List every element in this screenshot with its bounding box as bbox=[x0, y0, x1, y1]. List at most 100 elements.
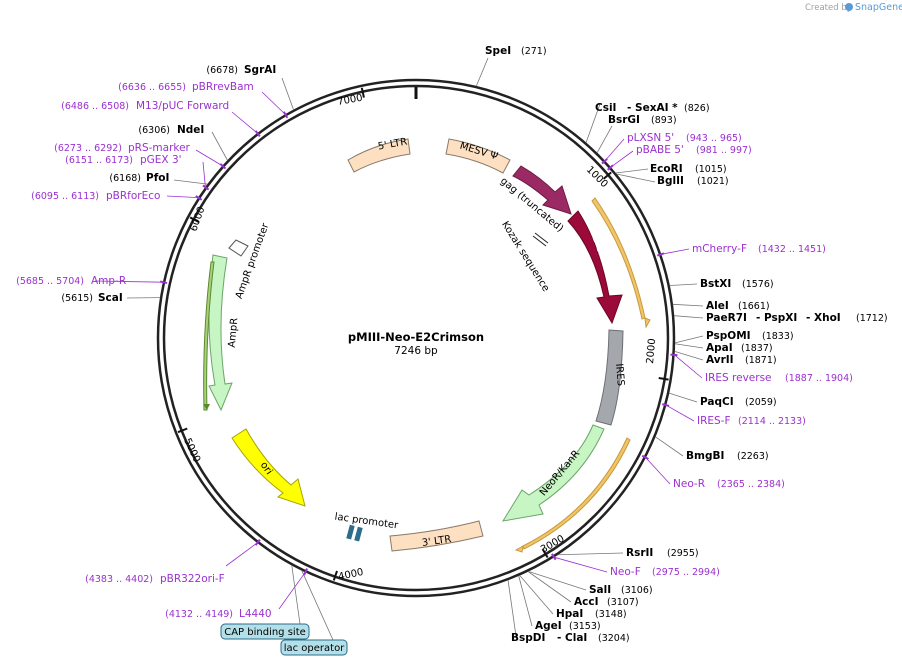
major-tick-1 bbox=[602, 171, 612, 180]
leader-layer bbox=[94, 57, 704, 641]
site-pfoi[interactable]: PfoI bbox=[146, 172, 169, 184]
feature-neor-kanr[interactable] bbox=[501, 424, 605, 522]
primer-ires-reverse[interactable]: IRES reverse bbox=[705, 372, 772, 384]
site-spei[interactable]: SpeI bbox=[485, 45, 511, 57]
site-agei[interactable]: AgeI bbox=[535, 620, 562, 632]
site-apai-pos: (1837) bbox=[741, 343, 773, 354]
site-hpai[interactable]: HpaI bbox=[556, 608, 583, 620]
primer-pbabe-5[interactable]: pBABE 5' bbox=[636, 144, 684, 156]
leader-line-10 bbox=[674, 350, 704, 361]
primer-site-tick-27 bbox=[662, 403, 670, 407]
site-bstxi-pos: (1576) bbox=[742, 279, 774, 290]
major-tick-3 bbox=[541, 548, 549, 559]
site-sexai[interactable]: - SexAI * bbox=[627, 102, 678, 114]
leader-line-27 bbox=[665, 404, 695, 422]
feature-mesv-psi[interactable] bbox=[445, 138, 511, 174]
leader-line-5 bbox=[669, 283, 698, 286]
primer-pbrforeco[interactable]: pBRforEco bbox=[106, 190, 160, 202]
leader-line-3 bbox=[615, 168, 649, 174]
tick-label-7000: 7000 bbox=[337, 93, 364, 108]
primer-l4440-pos: (4132 .. 4149) bbox=[165, 609, 233, 620]
site-scai[interactable]: ScaI bbox=[98, 292, 123, 304]
feature-3-ltr-label: 3' LTR bbox=[421, 534, 452, 549]
site-bsrgi[interactable]: BsrGI bbox=[608, 114, 640, 126]
primer-amp-r-pos: (5685 .. 5704) bbox=[16, 276, 84, 287]
site-apai[interactable]: ApaI bbox=[706, 342, 733, 354]
tick-label-4000: 4000 bbox=[337, 567, 364, 583]
site-ndei[interactable]: NdeI bbox=[177, 124, 204, 136]
primer-prs-marker[interactable]: pRS-marker bbox=[128, 142, 191, 154]
primer-neo-f[interactable]: Neo-F bbox=[610, 566, 641, 578]
feature-3-ltr[interactable] bbox=[389, 520, 484, 552]
site-sali[interactable]: SalI bbox=[589, 584, 611, 596]
site-paqci[interactable]: PaqCI bbox=[700, 396, 734, 408]
primer-site-tick-24 bbox=[607, 164, 614, 171]
primer-site-tick-37 bbox=[303, 568, 308, 576]
feature-mcherry-primer-arrow[interactable] bbox=[591, 197, 646, 320]
primer-mcherry-f[interactable]: mCherry-F bbox=[692, 243, 747, 255]
leader-line-1 bbox=[585, 103, 601, 143]
leader-line-11 bbox=[668, 392, 698, 403]
primer-plxsn-5[interactable]: pLXSN 5' bbox=[627, 132, 674, 144]
primer-site-tick-31 bbox=[254, 130, 261, 138]
site-bglii[interactable]: BglII bbox=[657, 175, 684, 187]
feature-amp-r-primer-arrow[interactable] bbox=[203, 261, 215, 411]
site-ndei-pos: (6306) bbox=[138, 125, 170, 136]
cap-binding-site-box[interactable] bbox=[220, 623, 310, 640]
site-xhoi[interactable]: - XhoI bbox=[806, 312, 841, 324]
leader-line-36 bbox=[225, 542, 258, 567]
site-pspomi[interactable]: PspOMI bbox=[706, 330, 751, 342]
site-csii[interactable]: CsiI bbox=[595, 102, 616, 114]
primer-site-tick-36 bbox=[254, 538, 261, 546]
site-bmgbi[interactable]: BmgBI bbox=[686, 450, 724, 462]
feature-ires[interactable] bbox=[595, 329, 624, 426]
site-rsrii[interactable]: RsrII bbox=[626, 547, 653, 559]
site-bglii-pos: (1021) bbox=[697, 176, 729, 187]
backbone-inner-ring bbox=[162, 84, 670, 592]
feature-neo-primer-arrow[interactable] bbox=[522, 437, 631, 550]
primer-ires-f[interactable]: IRES-F bbox=[697, 415, 731, 427]
site-avrii[interactable]: AvrII bbox=[706, 354, 734, 366]
site-hpai-pos: (3148) bbox=[595, 609, 627, 620]
site-pspxi[interactable]: - PspXI bbox=[756, 312, 797, 324]
site-ecori[interactable]: EcoRI bbox=[650, 163, 683, 175]
feature-gag-truncated[interactable] bbox=[512, 165, 572, 215]
leader-line-37 bbox=[278, 571, 306, 610]
lac-operator-box[interactable] bbox=[280, 639, 348, 656]
feature-amp-r-primer-head bbox=[203, 404, 210, 410]
primer-neo-r[interactable]: Neo-R bbox=[673, 478, 705, 490]
leader-line-14 bbox=[528, 571, 587, 591]
major-tick-4 bbox=[332, 570, 338, 581]
primer-pbr322ori-f[interactable]: pBR322ori-F bbox=[160, 573, 225, 585]
primer-neo-f-pos: (2975 .. 2994) bbox=[652, 567, 720, 578]
leader-line-32 bbox=[195, 149, 223, 167]
site-bmgbi-pos: (2263) bbox=[737, 451, 769, 462]
major-tick-7 bbox=[360, 87, 365, 98]
leader-line-33 bbox=[202, 161, 206, 188]
primer-l4440[interactable]: L4440 bbox=[239, 608, 272, 620]
site-alei[interactable]: AleI bbox=[706, 300, 729, 312]
site-bspdi[interactable]: BspDI bbox=[511, 632, 545, 644]
primer-amp-r[interactable]: Amp-R bbox=[91, 275, 126, 287]
site-sexai-pos: (826) bbox=[684, 103, 710, 114]
feature-ori[interactable] bbox=[231, 428, 306, 507]
primer-m13-forward[interactable]: M13/pUC Forward bbox=[136, 100, 229, 112]
primer-pgex-3[interactable]: pGEX 3' bbox=[140, 154, 182, 166]
feature-5-ltr[interactable] bbox=[347, 138, 411, 173]
backbone-outer-ring bbox=[156, 78, 676, 598]
leader-line-29 bbox=[553, 556, 608, 573]
primer-site-tick-23 bbox=[601, 158, 608, 165]
feature-ampr-promoter[interactable] bbox=[228, 239, 249, 257]
site-paer7i[interactable]: PaeR7I bbox=[706, 312, 747, 324]
leader-line-9 bbox=[674, 343, 704, 349]
site-clai[interactable]: - ClaI bbox=[557, 632, 587, 644]
site-bstxi[interactable]: BstXI bbox=[700, 278, 731, 290]
primer-prs-marker-pos: (6273 .. 6292) bbox=[54, 143, 122, 154]
leader-line-28 bbox=[645, 457, 671, 485]
leader-line-26 bbox=[674, 354, 703, 379]
feature-e2-crimson[interactable] bbox=[567, 210, 623, 325]
site-sgrai[interactable]: SgrAI bbox=[244, 64, 276, 76]
leader-line-34 bbox=[166, 195, 199, 199]
primer-pbrrevbam[interactable]: pBRrevBam bbox=[192, 81, 254, 93]
site-acci[interactable]: AccI bbox=[574, 596, 598, 608]
